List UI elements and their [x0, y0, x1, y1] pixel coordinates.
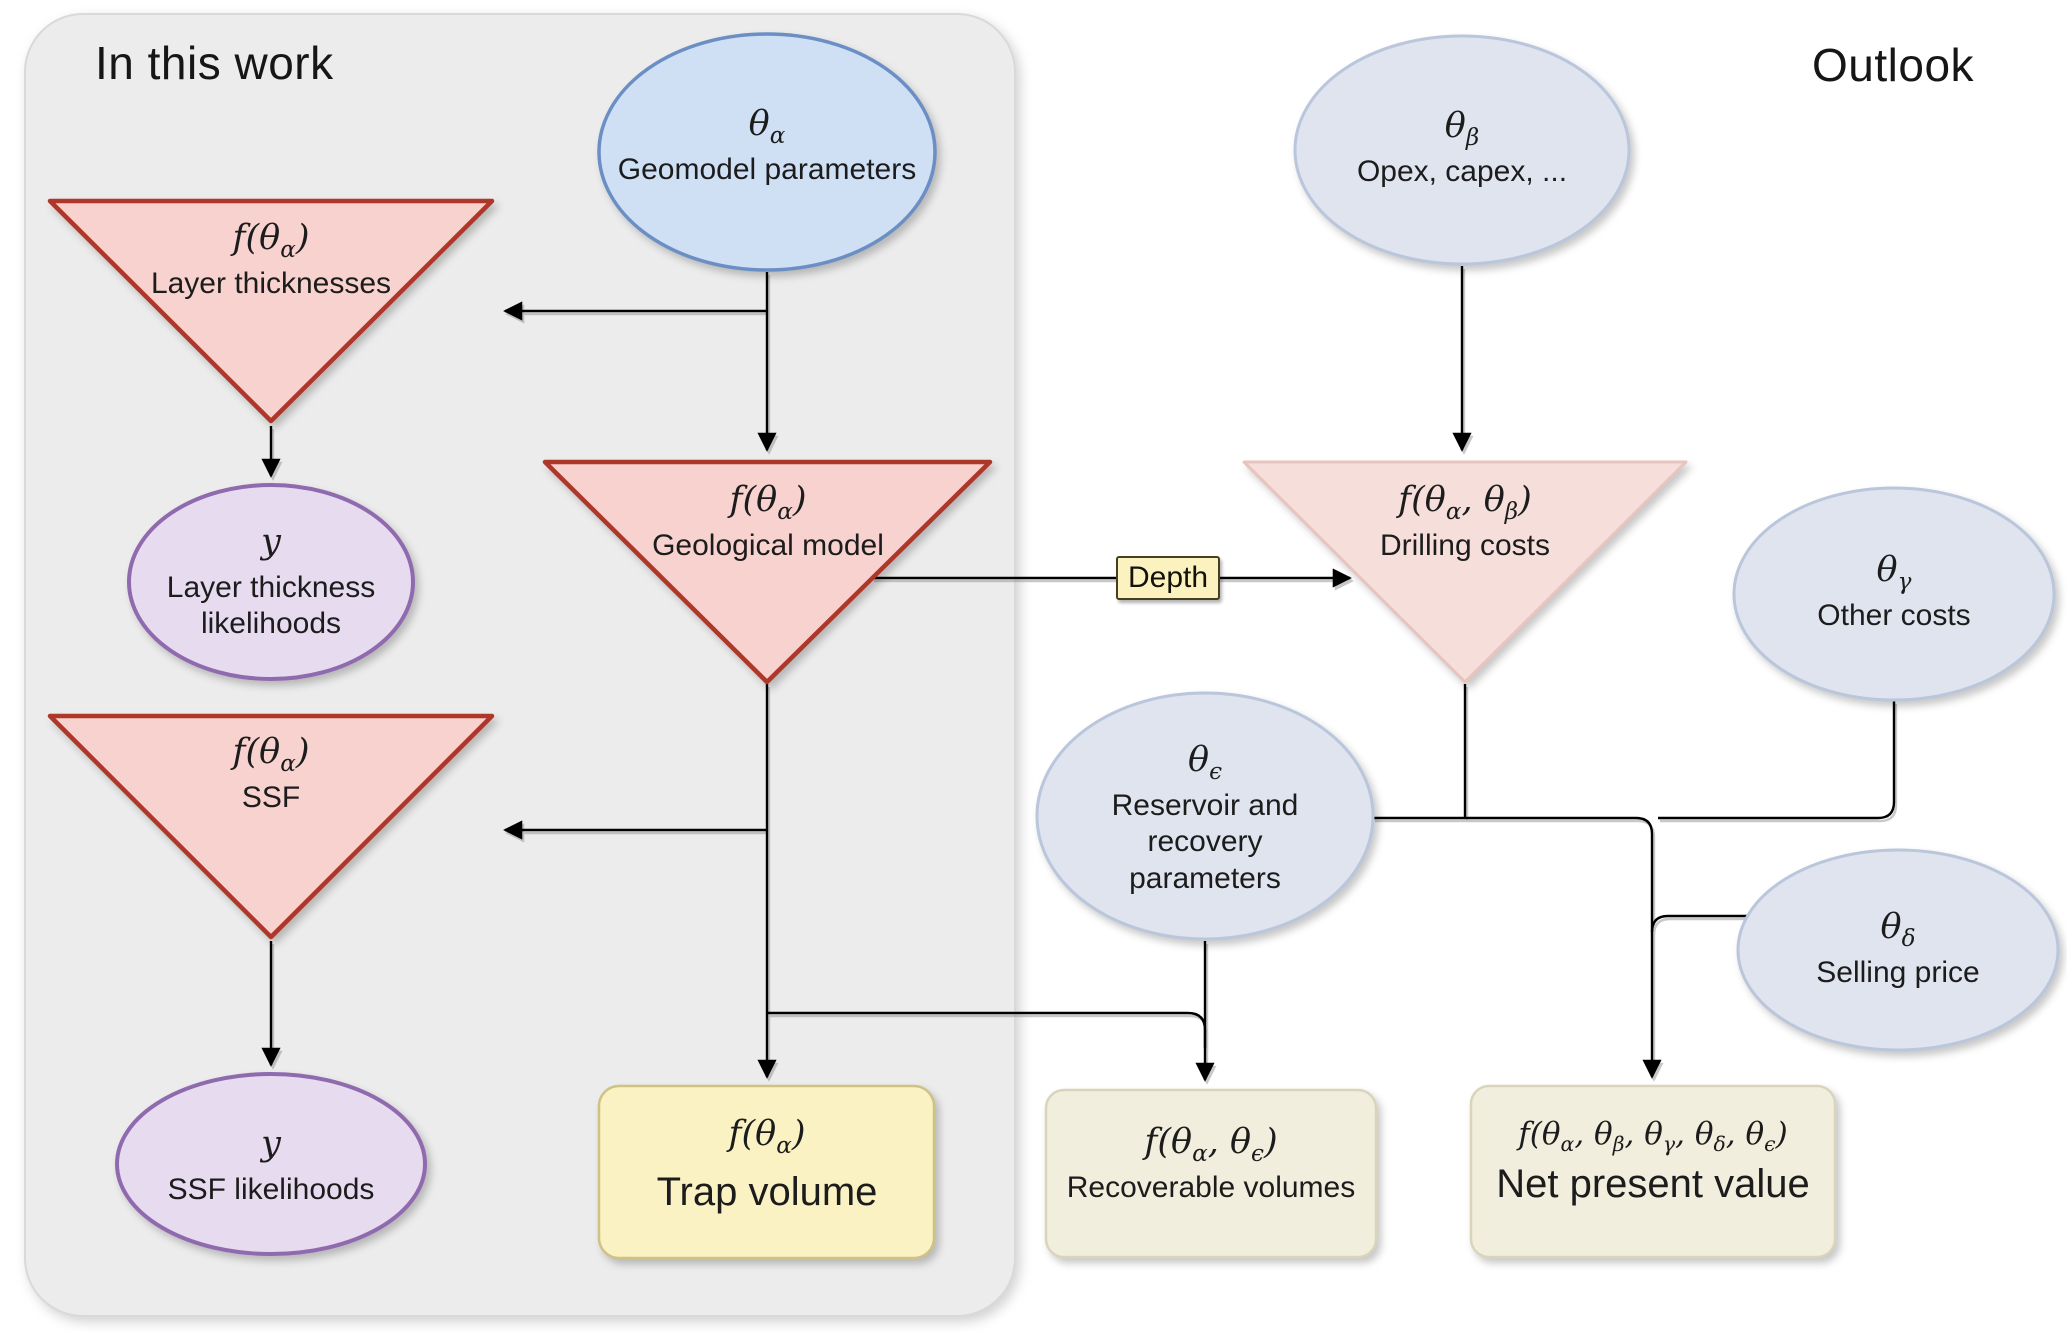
connectors-group — [261, 266, 1896, 1082]
ssf-likelihoods-text: SSF likelihoods — [167, 1172, 375, 1206]
opex-capex-text: Opex, capex, ... — [1356, 154, 1568, 188]
layer-thicknesses-text: Layer thicknesses — [150, 266, 392, 300]
layer-thicknesses-label: f(θα) Layer thicknesses — [111, 216, 431, 302]
connector-other-costs-down — [1658, 701, 1896, 820]
ssf-math: f(θα) — [232, 732, 310, 777]
net-present-value-label: f(θα, θβ, θγ, θδ, θϵ) Net present value — [1473, 1114, 1833, 1208]
arrow-bundle-to-net-present-value — [1373, 816, 1662, 1079]
geological-model-triangle — [542, 459, 993, 685]
trap-volume-box — [597, 1084, 936, 1260]
opex-capex-label: θβ Opex, capex, ... — [1302, 104, 1622, 190]
other-costs-text: Other costs — [1817, 598, 1971, 632]
layer-thicknesses-triangle — [47, 198, 495, 424]
geomodel-parameters-ellipse — [597, 32, 937, 272]
geological-model-math: f(θα) — [729, 480, 807, 525]
layer-thicknesses-math: f(θα) — [232, 218, 310, 263]
section-title-outlook: Outlook — [1812, 39, 1975, 91]
drilling-costs-math: f(θα, θβ) — [1398, 480, 1532, 525]
drilling-costs-label: f(θα, θβ) Drilling costs — [1285, 478, 1645, 564]
selling-price-ellipse — [1736, 848, 2060, 1052]
geological-model-text: Geological model — [652, 528, 884, 562]
net-present-value-box — [1469, 1084, 1837, 1259]
other-costs-math: θγ — [1876, 550, 1912, 595]
other-costs-ellipse — [1732, 486, 2056, 702]
selling-price-label: θδ Selling price — [1738, 905, 2058, 991]
opex-capex-math: θβ — [1444, 106, 1480, 151]
ssf-text: SSF — [241, 780, 301, 814]
drilling-costs-text: Drilling costs — [1379, 528, 1551, 562]
geomodel-parameters-label: θα Geomodel parameters — [607, 102, 927, 188]
recoverable-volumes-math: f(θα, θϵ) — [1144, 1122, 1278, 1167]
recoverable-volumes-label: f(θα, θϵ) Recoverable volumes — [1046, 1120, 1376, 1206]
reservoir-recovery-label: θϵ Reservoir and recovery parameters — [1075, 738, 1335, 897]
selling-price-text: Selling price — [1816, 955, 1980, 989]
reservoir-recovery-math: θϵ — [1187, 740, 1222, 785]
layer-thickness-likelihoods-label: y Layer thickness likelihoods — [141, 520, 401, 643]
ssf-likelihoods-math: y — [261, 1124, 281, 1164]
trap-volume-text: Trap volume — [656, 1169, 878, 1214]
reservoir-recovery-ellipse — [1035, 691, 1375, 941]
trap-volume-label: f(θα) Trap volume — [607, 1112, 927, 1216]
drilling-costs-triangle — [1242, 460, 1688, 684]
other-costs-label: θγ Other costs — [1734, 548, 2054, 634]
recoverable-volumes-box — [1044, 1088, 1378, 1259]
connector-selling-price — [1650, 914, 1748, 933]
ssf-triangle — [47, 713, 495, 940]
reservoir-recovery-text: Reservoir and recovery parameters — [1111, 788, 1299, 895]
section-title-in-this-work: In this work — [95, 37, 334, 89]
ssf-label: f(θα) SSF — [111, 730, 431, 816]
layer-thickness-likelihoods-ellipse — [127, 483, 415, 681]
recoverable-volumes-text: Recoverable volumes — [1066, 1170, 1356, 1204]
selling-price-math: θδ — [1880, 907, 1916, 952]
depth-tag: Depth — [1116, 556, 1220, 600]
trap-volume-math: f(θα) — [728, 1114, 806, 1159]
geomodel-parameters-math: θα — [748, 104, 786, 149]
layer-thickness-likelihoods-math: y — [261, 522, 281, 562]
layer-thickness-likelihoods-text: Layer thickness likelihoods — [166, 570, 376, 641]
opex-capex-ellipse — [1293, 34, 1631, 266]
net-present-value-text: Net present value — [1496, 1162, 1810, 1207]
geomodel-parameters-text: Geomodel parameters — [617, 152, 917, 186]
ssf-likelihoods-label: y SSF likelihoods — [116, 1122, 426, 1208]
net-present-value-math: f(θα, θβ, θγ, θδ, θϵ) — [1518, 1116, 1788, 1157]
geological-model-label: f(θα) Geological model — [597, 478, 939, 564]
ssf-likelihoods-ellipse — [115, 1072, 427, 1256]
